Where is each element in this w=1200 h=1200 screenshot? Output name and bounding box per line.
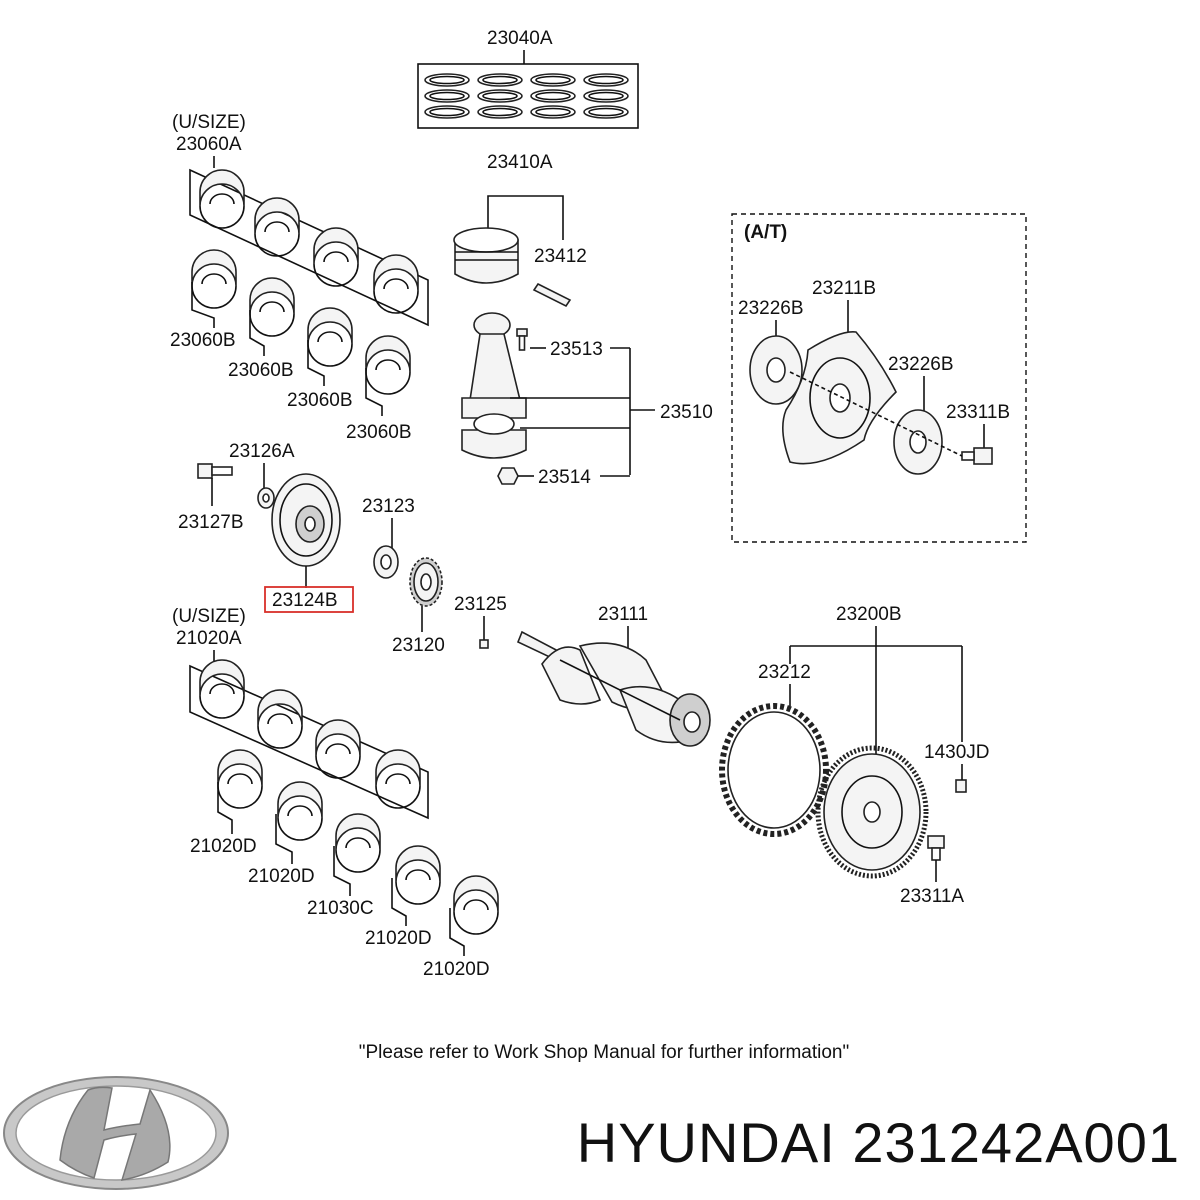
connecting-rod-icon [461,312,527,459]
washer-icon [257,487,275,509]
crankshaft-icon [516,630,711,747]
label-bearing-bottom-2[interactable]: 21020D [248,866,315,887]
label-bearing-set-bottom-undersize: (U/SIZE) [172,606,246,627]
label-flywheel-assy[interactable]: 23200B [836,604,902,625]
label-bearing-bottom-1[interactable]: 21020D [190,836,257,857]
drive-plate-icon [782,331,897,465]
dowel-pin-icon [955,779,967,793]
label-piston[interactable]: 23410A [487,152,553,173]
bearing-shell-icon [191,169,419,395]
label-bearing-bottom-4[interactable]: 21020D [365,928,432,949]
label-bearing-bottom-5[interactable]: 21020D [423,959,490,980]
label-bearing-top-1[interactable]: 23060B [170,330,236,351]
woodruff-key-icon [479,639,489,649]
automatic-transmission-box: (A/T) 23226B 23211B 23226B 23311B [731,213,1027,543]
label-piston-pin[interactable]: 23412 [534,246,587,267]
flywheel-icon [815,745,929,879]
flywheel-group: 23200B 23212 1430JD 23311A [719,604,990,907]
label-sprocket[interactable]: 23120 [392,635,445,656]
brand-part-number: HYUNDAI 231242A001 [577,1111,1180,1174]
flywheel-bolt-icon [927,835,945,861]
label-bearing-set-bottom[interactable]: 21020A [176,628,242,649]
label-bearing-bottom-3[interactable]: 21030C [307,898,374,919]
ring-gear-icon [719,703,829,837]
label-drive-plate-bolt[interactable]: 23311B [946,402,1010,423]
adapter-plate-icon [749,335,803,405]
label-adapter-plate-right[interactable]: 23226B [888,354,954,375]
label-conrod-assy[interactable]: 23510 [660,402,713,423]
connecting-rod-group: 23513 23510 23514 [461,312,713,488]
label-pulley[interactable]: 23124B [272,590,338,611]
pulley-group: 23126A 23127B 23124B 23123 [178,441,507,656]
label-bearing-top-3[interactable]: 23060B [287,390,353,411]
key-washer-icon [373,545,399,579]
adapter-plate-icon [893,409,943,475]
label-drive-plate[interactable]: 23211B [812,278,876,299]
label-bearing-set-top-undersize: (U/SIZE) [172,112,246,133]
label-woodruff-key[interactable]: 23125 [454,594,507,615]
highlight-frame [264,586,354,613]
label-conrod-bolt[interactable]: 23513 [550,339,603,360]
pulley-bolt-icon [197,463,233,479]
footer-note: "Please refer to Work Shop Manual for fu… [359,1042,849,1063]
label-dowel-pin[interactable]: 1430JD [924,742,990,763]
piston-group: 23410A 23412 [453,152,587,308]
label-conrod-nut[interactable]: 23514 [538,467,591,488]
crank-pulley-icon [271,473,341,567]
bearing-shell-icon [199,659,499,935]
label-crankshaft[interactable]: 23111 [598,604,648,625]
piston-ring-icon [424,73,629,119]
label-rings-set[interactable]: 23040A [487,28,553,49]
drive-plate-bolt-icon [961,447,993,465]
hyundai-logo-icon [3,1076,229,1190]
label-bearing-top-4[interactable]: 23060B [346,422,412,443]
label-adapter-plate-left[interactable]: 23226B [738,298,804,319]
conrod-nut-icon [497,467,519,485]
label-bearing-set-top[interactable]: 23060A [176,134,242,155]
piston-rings-group: 23040A [417,28,639,129]
sprocket-icon [409,557,443,607]
upper-bearing-group: (U/SIZE) 23060A 23060B 23060B 23060B 230… [170,112,429,443]
label-ring-gear[interactable]: 23212 [758,662,811,683]
label-at-box-title: (A/T) [744,222,787,243]
piston-icon [453,227,519,284]
conrod-bolt-icon [516,328,528,351]
crankshaft-group: 23111 [516,604,711,747]
label-flywheel-bolt[interactable]: 23311A [900,886,964,907]
highlighted-part-box[interactable]: 23124B [264,586,354,613]
label-bearing-top-2[interactable]: 23060B [228,360,294,381]
label-pulley-bolt[interactable]: 23127B [178,512,244,533]
label-washer[interactable]: 23126A [229,441,295,462]
piston-pin-icon [532,282,572,308]
lower-bearing-group: (U/SIZE) 21020A 21020D 21020D 21030C 210… [172,606,499,980]
label-key-washer[interactable]: 23123 [362,496,415,517]
